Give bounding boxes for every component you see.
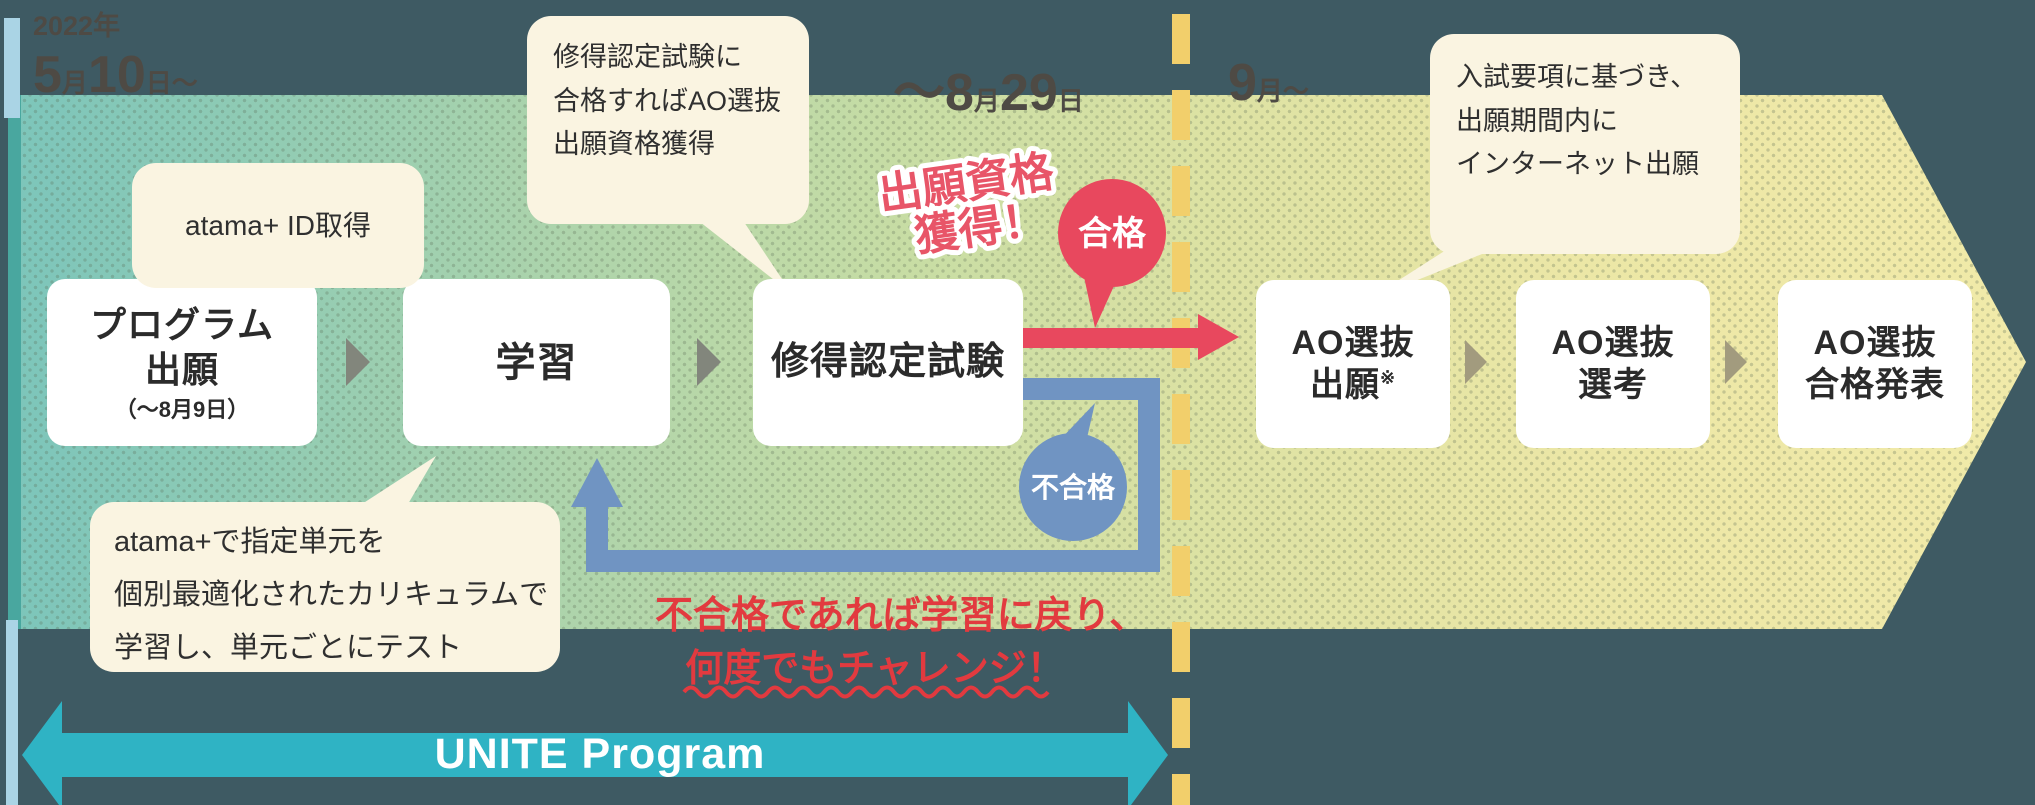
retry-callout-line2: 何度でもチャレンジ！	[685, 648, 1065, 690]
step-label: AO選抜	[1813, 323, 1937, 362]
bubble-tail	[700, 222, 792, 294]
bubble-atama-study: atama+で指定単元を 個別最適化されたカリキュラムで 学習し、単元ごとにテス…	[90, 502, 560, 672]
pass-badge-circle	[1058, 179, 1166, 287]
deadline-month-unit: 月	[973, 86, 1000, 116]
bottom-marker-bar	[6, 620, 18, 805]
bubble-text: 出願資格獲得	[553, 129, 715, 160]
fail-badge-circle	[1019, 433, 1127, 541]
bubble-text: atama+ ID取得	[185, 209, 371, 241]
bubble-text: インターネット出願	[1456, 149, 1699, 180]
step-label: 出願	[144, 348, 219, 390]
start-year: 2022	[33, 11, 94, 41]
deadline-month: 〜8	[893, 64, 974, 122]
start-year-unit: 年	[93, 11, 121, 41]
start-marker-bar	[4, 18, 20, 118]
step-certification-exam: 修得認定試験	[753, 279, 1023, 446]
step-ao-screening: AO選抜 選考	[1516, 280, 1710, 448]
start-date: 2022年 5月10日〜	[33, 4, 198, 105]
step-arrow-icon	[1725, 340, 1747, 384]
deadline-day: 29	[999, 64, 1058, 122]
bubble-text: 入試要項に基づき、	[1456, 62, 1698, 92]
step-label: 学習	[495, 340, 578, 385]
step-program-apply: プログラム 出願 （〜8月9日）	[47, 279, 317, 446]
step-label: AO選抜	[1551, 323, 1675, 362]
step-arrow-icon	[346, 338, 370, 386]
step-deadline-note: （〜8月9日）	[114, 396, 250, 422]
bubble-text: atama+で指定単元を	[114, 526, 386, 558]
fail-return-arrowhead-icon	[571, 458, 623, 507]
timeline-arrow-left-edge	[8, 95, 21, 629]
step-label-text: 出願	[1309, 366, 1380, 404]
unite-program-label: UNITE Program	[434, 730, 766, 778]
step-label: 選考	[1578, 366, 1648, 404]
start-day: 10	[87, 46, 146, 104]
step-ao-apply: AO選抜 出願※	[1256, 280, 1450, 448]
step-ao-result: AO選抜 合格発表	[1778, 280, 1972, 448]
step-label: AO選抜	[1291, 323, 1415, 362]
footnote-mark: ※	[1379, 367, 1397, 388]
start-day-unit: 日〜	[145, 68, 198, 98]
bubble-exam-pass: 修得認定試験に 合格すればAO選抜 出願資格獲得	[527, 16, 809, 224]
bubble-text: 学習し、単元ごとにテスト	[114, 632, 463, 665]
step-label: プログラム	[90, 303, 274, 345]
bubble-atama-id: atama+ ID取得	[132, 163, 424, 288]
bubble-tail	[362, 456, 436, 504]
step-arrow-icon	[697, 338, 721, 386]
step-label: 修得認定試験	[770, 340, 1005, 383]
bubble-internet-apply: 入試要項に基づき、 出願期間内に インターネット出願	[1430, 34, 1740, 254]
retry-callout-line1: 不合格であれば学習に戻り、	[655, 595, 1148, 637]
step-study: 学習	[403, 279, 670, 446]
step-label: 合格発表	[1805, 366, 1945, 404]
fail-badge-label: 不合格	[1031, 471, 1116, 503]
september-date: 9月〜	[1228, 53, 1309, 113]
pass-badge-label: 合格	[1078, 215, 1147, 253]
september-month-unit: 月〜	[1256, 76, 1309, 106]
bubble-text: 個別最適化されたカリキュラムで	[114, 579, 549, 612]
bubble-text: 出願期間内に	[1456, 105, 1618, 136]
deadline-day-unit: 日	[1057, 86, 1084, 116]
start-month-unit: 月	[61, 68, 88, 98]
pass-arrow-icon	[1023, 314, 1239, 360]
september-month: 9	[1228, 54, 1257, 112]
bubble-text: 修得認定試験に	[553, 42, 742, 72]
qualify-callout: 出願資格 獲得！	[870, 142, 1062, 267]
fail-return-path	[586, 378, 1160, 572]
bubble-text: 合格すればAO選抜	[553, 85, 782, 116]
deadline-date: 〜8月29日	[893, 50, 1084, 125]
retry-wavy-underline	[682, 685, 1050, 699]
step-label: 出願※	[1310, 364, 1396, 407]
september-divider-dashed-line	[1172, 14, 1190, 805]
start-month: 5	[33, 46, 62, 104]
step-arrow-icon	[1465, 340, 1487, 384]
unite-program-arrow	[22, 701, 1168, 805]
